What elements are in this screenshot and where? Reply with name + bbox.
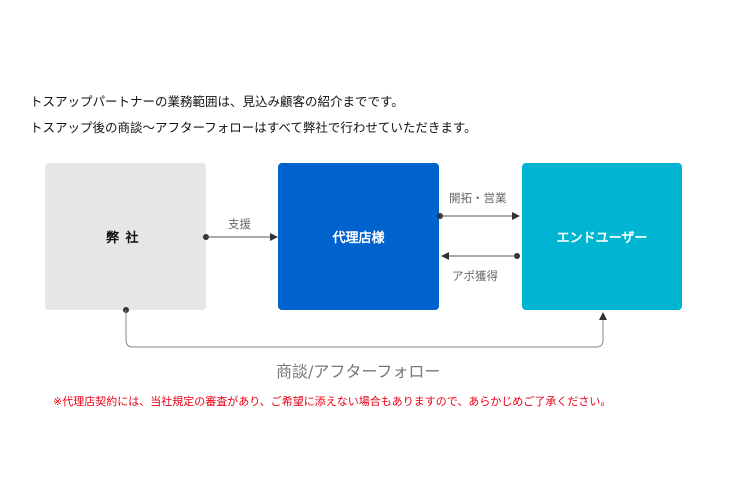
company-box: 弊社 [45,163,206,310]
enduser-label: エンドユーザー [556,231,648,246]
support-arrow [203,233,278,241]
sales-label: 開拓・営業 [449,191,507,205]
enduser-box: エンドユーザー [522,163,682,310]
agency-box: 代理店様 [278,163,439,310]
aftercare-label: 商談/アフターフォロー [276,362,441,381]
intro-line-2: トスアップ後の商談～アフターフォローはすべて弊社で行わせていただきます。 [30,120,477,135]
company-label: 弊社 [105,231,145,246]
support-label: 支援 [228,217,251,231]
disclaimer-note: ※代理店契約には、当社規定の審査があり、ご希望に添えない場合もありますので、あら… [53,395,612,408]
appointment-arrow [441,252,520,260]
aftercare-arrow [123,307,607,348]
agency-label: 代理店様 [332,231,385,246]
appointment-label: アポ獲得 [452,269,498,283]
sales-arrow [437,212,520,220]
intro-line-1: トスアップパートナーの業務範囲は、見込み顧客の紹介までです。 [30,94,404,109]
